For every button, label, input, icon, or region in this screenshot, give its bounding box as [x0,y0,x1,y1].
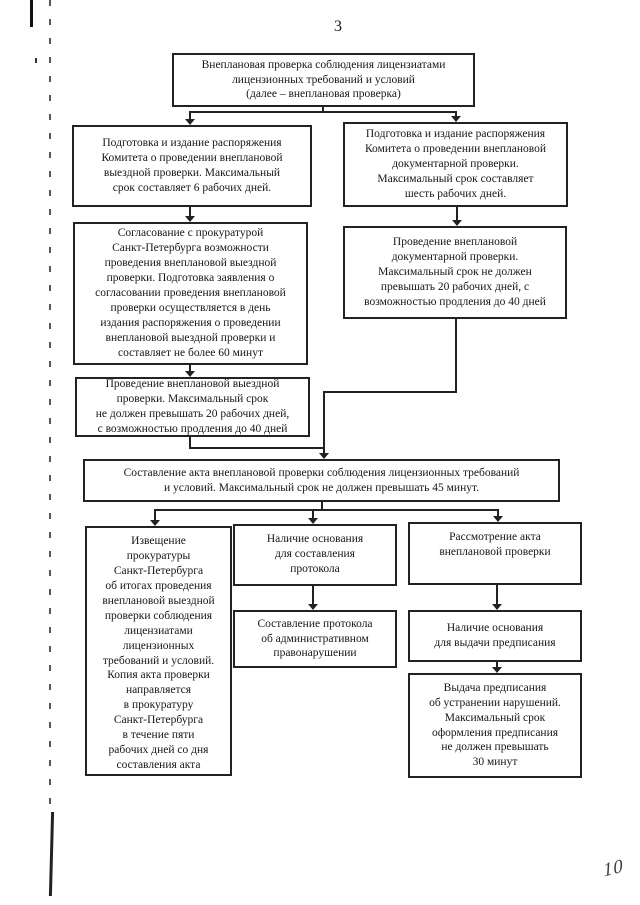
node-conduct-field-check: Проведение внеплановой выездной проверки… [75,377,310,437]
connector-to-prep-field [189,111,191,119]
scan-edge-mark [30,0,33,27]
connector-review-to-grounds [496,585,498,604]
node-prosecutor-notice-label: Извещение прокуратуры Санкт-Петербурга о… [102,535,215,772]
connector-to-notice [154,509,156,520]
connector-split-bar [154,509,499,511]
connector-to-protocol-grounds [312,509,314,518]
arrowhead-to-protocol-grounds [308,518,318,524]
scan-edge-dashed-line [49,0,51,812]
node-act-review: Рассмотрение акта внеплановой проверки [408,522,582,585]
arrowhead-to-prep-doc [451,116,461,122]
arrowhead-to-field-check [185,371,195,377]
node-prosecutor-notice: Извещение прокуратуры Санкт-Петербурга о… [85,526,232,776]
arrowhead-to-act-drafting [319,453,329,459]
node-conduct-field-check-label: Проведение внеплановой выездной проверки… [95,378,290,435]
node-prep-doc-order: Подготовка и издание распоряжения Комите… [343,122,568,207]
page-number: 3 [334,18,342,35]
connector-doc-check-left [324,391,457,393]
connector-to-prep-doc [455,111,457,116]
scan-edge-mark [35,58,37,63]
node-order-issue: Выдача предписания об устранении нарушен… [408,673,582,778]
connector-grounds-to-protocol [312,586,314,604]
connector-start-stem [322,107,324,113]
arrowhead-to-prep-field [185,119,195,125]
connector-prep-doc-to-doc-check [456,207,458,220]
connector-field-check-right [189,447,325,449]
node-prep-field-order-label: Подготовка и издание распоряжения Комите… [101,137,283,194]
arrowhead-to-notice [150,520,160,526]
connector-grounds-to-issue [496,662,498,667]
node-protocol-grounds-label: Наличие основания для составления проток… [266,533,364,575]
node-start-label: Внеплановая проверка соблюдения лицензиа… [201,58,446,101]
node-protocol-drafting: Составление протокола об административно… [233,610,397,668]
connector-field-check-down [189,437,191,449]
arrowhead-to-doc-check [452,220,462,226]
arrowhead-to-act-review [493,516,503,522]
node-start: Внеплановая проверка соблюдения лицензиа… [172,53,475,107]
node-order-issue-label: Выдача предписания об устранении нарушен… [429,681,561,769]
node-prep-doc-order-label: Подготовка и издание распоряжения Комите… [364,128,547,200]
arrowhead-to-approval [185,216,195,222]
node-conduct-doc-check: Проведение внеплановой документарной про… [343,226,567,319]
node-order-grounds: Наличие основания для выдачи предписания [408,610,582,662]
node-prep-field-order: Подготовка и издание распоряжения Комите… [72,125,312,207]
node-act-drafting: Составление акта внеплановой проверки со… [83,459,560,502]
connector-approval-to-field-check [189,365,191,371]
node-protocol-drafting-label: Составление протокола об административно… [257,617,373,660]
arrowhead-to-order-grounds [492,604,502,610]
node-order-grounds-label: Наличие основания для выдачи предписания [434,622,556,649]
node-prosecutor-approval: Согласование с прокуратурой Санкт-Петерб… [73,222,308,365]
connector-to-act-review [497,509,499,516]
arrowhead-to-order-issue [492,667,502,673]
node-prosecutor-approval-label: Согласование с прокуратурой Санкт-Петерб… [95,227,286,359]
scan-edge-mark [48,811,55,897]
node-conduct-doc-check-label: Проведение внеплановой документарной про… [364,236,546,308]
node-act-review-label: Рассмотрение акта внеплановой проверки [439,531,551,558]
arrowhead-to-protocol-drafting [308,604,318,610]
node-act-drafting-label: Составление акта внеплановой проверки со… [123,466,520,494]
connector-act-stem [321,502,323,511]
connector-doc-check-down [455,319,457,393]
connector-start-branch [189,111,457,113]
node-protocol-grounds: Наличие основания для составления проток… [233,524,397,586]
handwritten-page-number: 10 [602,855,625,882]
connector-merge-down [323,391,325,453]
connector-prep-field-to-approval [189,207,191,216]
